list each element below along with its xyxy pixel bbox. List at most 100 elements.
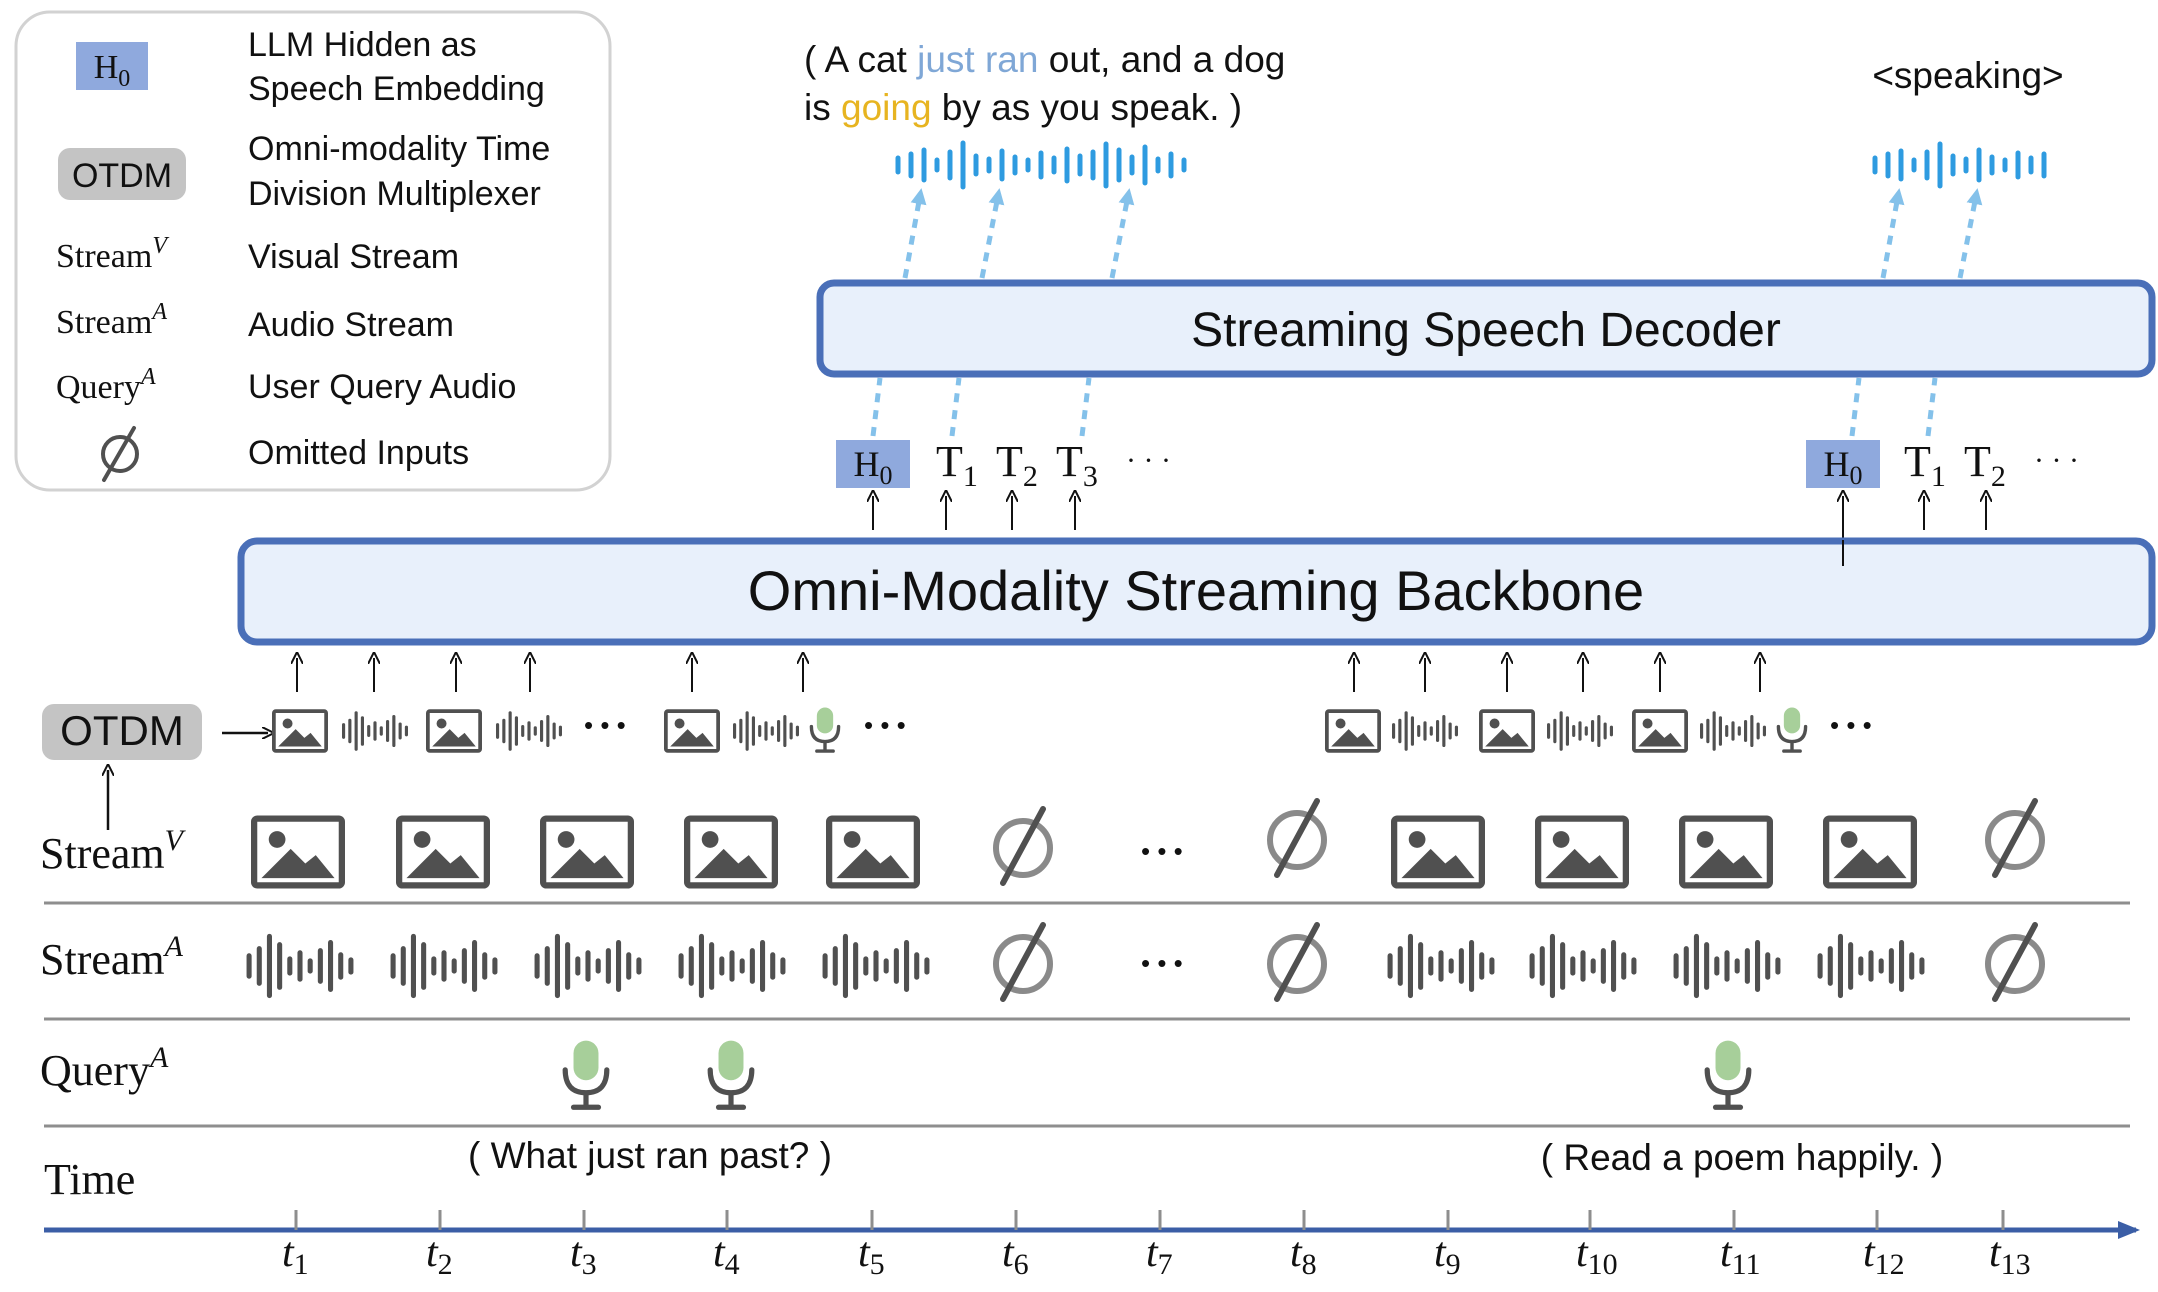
legend-h0-swatch	[76, 42, 148, 90]
seq-image-icon	[1632, 709, 1688, 753]
time-tick-label: t13	[1989, 1230, 2031, 1281]
query-text-1: ( What just ran past? )	[468, 1135, 832, 1176]
frame-image-icon	[1538, 819, 1626, 886]
omitted-icon	[1988, 925, 2042, 999]
omitted-icon	[1270, 801, 1324, 875]
legend-streama-text: Audio Stream	[248, 306, 454, 344]
audio-wave-icon	[393, 936, 495, 995]
time-tick-label: t3	[570, 1230, 597, 1281]
frame-image-icon	[687, 819, 775, 886]
time-tick-label: t9	[1434, 1230, 1461, 1281]
query-text-2: ( Read a poem happily. )	[1541, 1137, 1943, 1178]
token-h0-left: H0	[854, 444, 893, 490]
time-tick-label: t8	[1290, 1230, 1317, 1281]
legend-box	[14, 10, 612, 492]
row-label-time: Time	[44, 1155, 135, 1204]
seq-dots: • • •	[864, 710, 906, 740]
output-2-text: <speaking>	[1872, 55, 2063, 96]
frame-image-icon	[829, 819, 917, 886]
legend: H0 LLM Hidden as Speech Embedding OTDM O…	[14, 10, 612, 492]
otdm-to-backbone-arrows	[297, 658, 1760, 692]
output-waveform-2	[1875, 144, 2044, 186]
token-t2-left: T2	[996, 437, 1038, 493]
output-1-line-2: is going by as you speak. )	[804, 87, 1242, 128]
time-tick-label: t11	[1720, 1230, 1761, 1281]
legend-otdm-text-2: Division Multiplexer	[248, 175, 541, 213]
legend-omitted-text: Omitted Inputs	[248, 434, 469, 472]
token-h0-left-swatch	[836, 440, 910, 488]
seq-audio-icon	[1699, 711, 1767, 751]
token-to-decoder-lines	[870, 377, 1938, 437]
legend-streamv-text: Visual Stream	[248, 238, 459, 276]
legend-omitted-icon	[101, 426, 139, 482]
seq-mic-icon	[1776, 705, 1808, 753]
frame-image-icon	[1682, 819, 1770, 886]
token-h0-right: H0	[1824, 444, 1863, 490]
token-t1-left: T1	[936, 437, 978, 493]
legend-h0-text-1: LLM Hidden as	[248, 26, 477, 64]
query-mic-icon	[1707, 1041, 1749, 1108]
omitted-icon	[1988, 801, 2042, 875]
query-mic-icon	[565, 1041, 607, 1108]
backbone-label: Omni-Modality Streaming Backbone	[748, 559, 1644, 622]
svg-text:StreamA: StreamA	[56, 299, 167, 341]
seq-dots: • • •	[1830, 710, 1872, 740]
time-tick-label: t10	[1576, 1230, 1618, 1281]
output-1-line-1: ( A cat just ran out, and a dog	[804, 39, 1285, 80]
legend-otdm-symbol: OTDM	[72, 157, 172, 195]
audio-wave-icon	[1532, 936, 1634, 995]
seq-image-icon	[1325, 709, 1381, 753]
time-tick-label: t12	[1863, 1230, 1905, 1281]
legend-querya-symbol: Query	[56, 369, 141, 406]
svg-text:StreamV: StreamV	[56, 233, 169, 275]
frame-image-icon	[543, 819, 631, 886]
decoder-label: Streaming Speech Decoder	[1191, 304, 1781, 357]
otdm-label: OTDM	[60, 707, 184, 754]
legend-h0-symbol: H	[94, 49, 119, 86]
seq-audio-icon	[1546, 711, 1614, 751]
stream-v-row: • • •	[254, 801, 2042, 885]
legend-streama-sup: A	[150, 299, 167, 325]
seq-image-icon	[664, 709, 720, 753]
decoder-output-arrows	[902, 188, 1983, 279]
legend-querya-text: User Query Audio	[248, 368, 516, 406]
audio-wave-icon	[825, 936, 927, 995]
seq-image-icon	[272, 709, 328, 753]
frame-image-icon	[1826, 819, 1914, 886]
token-h0-right-swatch	[1806, 440, 1880, 488]
frame-image-icon	[254, 819, 342, 886]
frame-image-icon	[1394, 819, 1482, 886]
svg-text:QueryA: QueryA	[56, 364, 156, 406]
time-tick-label: t5	[858, 1230, 885, 1281]
legend-streamv-symbol: Stream	[56, 238, 152, 275]
seq-mic-icon	[809, 705, 841, 753]
query-a-row	[565, 1041, 1749, 1108]
svg-text:H0: H0	[94, 49, 131, 92]
otdm-sequence: • • • • • • • • •	[272, 705, 1872, 753]
audio-wave-icon	[537, 936, 639, 995]
query-mic-icon	[710, 1041, 752, 1108]
time-tick-label: t1	[282, 1230, 309, 1281]
token-dots-left: · · ·	[1126, 444, 1171, 477]
legend-otdm-swatch	[58, 148, 186, 200]
audio-wave-icon	[1820, 936, 1922, 995]
omitted-icon	[996, 925, 1050, 999]
row-label-query-a: QueryA	[40, 1041, 169, 1095]
legend-streamv-sup: V	[152, 233, 169, 259]
legend-h0-text-2: Speech Embedding	[248, 70, 545, 108]
audio-wave-icon	[1390, 936, 1492, 995]
row-label-stream-a: StreamA	[40, 930, 184, 984]
stream-a-row: • • •	[249, 925, 2042, 999]
otdm-box	[42, 704, 202, 760]
output-waveform-1	[898, 143, 1184, 187]
row-label-stream-v: StreamV	[40, 824, 187, 878]
token-t3-left: T3	[1056, 437, 1098, 493]
seq-audio-icon	[1391, 711, 1459, 751]
legend-streama-symbol: Stream	[56, 304, 152, 341]
time-tick-label: t2	[426, 1230, 453, 1281]
token-t2-right: T2	[1964, 437, 2006, 493]
time-tick-label: t6	[1002, 1230, 1029, 1281]
audio-wave-icon	[249, 936, 351, 995]
